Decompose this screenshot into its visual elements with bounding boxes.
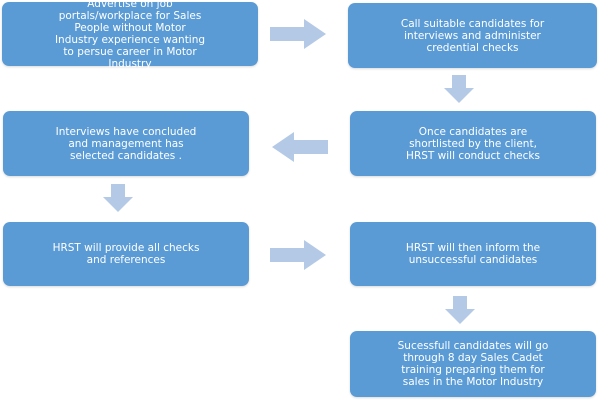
step-sales-cadet-training-box: Sucessfull candidates will go through 8 … bbox=[350, 331, 596, 397]
down-arrow-icon bbox=[445, 296, 475, 324]
step-inform-unsuccessful-box: HRST will then inform the unsuccessful c… bbox=[350, 222, 596, 286]
step-provide-checks-box: HRST will provide all checks and referen… bbox=[3, 222, 249, 286]
right-arrow-icon bbox=[270, 19, 326, 49]
step-advertise-box: Advertise on job portals/workplace for S… bbox=[2, 0, 258, 70]
step-interviews-concluded-box: Interviews have concluded and management… bbox=[3, 111, 249, 176]
step-call-candidates-box: Call suitable candidates for interviews … bbox=[348, 3, 597, 68]
left-arrow-icon bbox=[272, 132, 328, 162]
step-shortlisted-checks-box: Once candidates are shortlisted by the c… bbox=[350, 111, 596, 176]
down-arrow-icon bbox=[103, 184, 133, 212]
right-arrow-icon bbox=[270, 240, 326, 270]
down-arrow-icon bbox=[444, 75, 474, 103]
